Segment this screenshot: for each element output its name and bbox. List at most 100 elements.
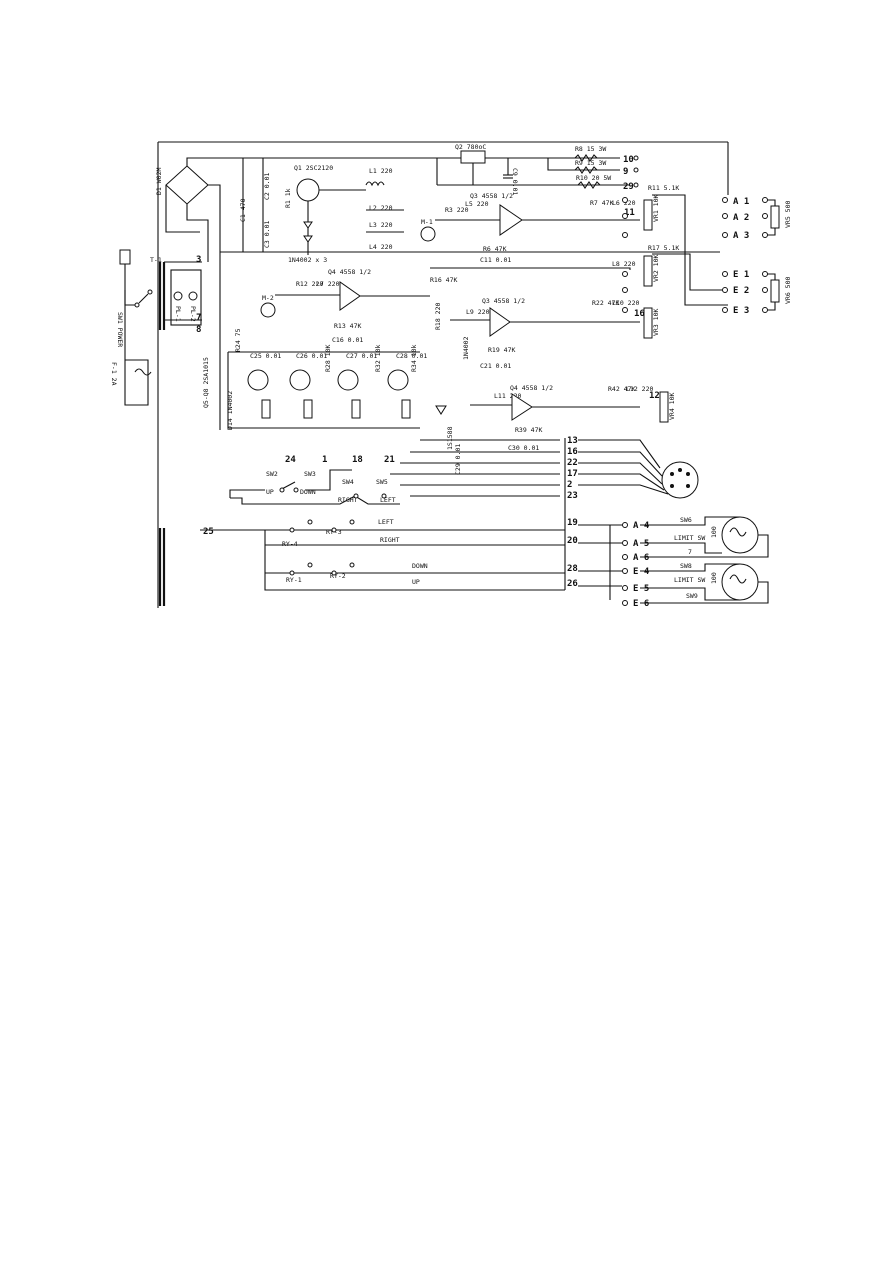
diode-icon-2 [303,235,313,243]
pin-7: 7 [196,313,201,323]
q1-transistor-icon [296,178,320,202]
sw8-label: SW8 [680,562,692,570]
r42-label: R42 47K [608,385,635,393]
cap-100-2-label: 100 [710,572,718,584]
opamp-q3b-icon [489,307,511,337]
r22-label: R22 47K [592,299,619,307]
pin-13: 13 [567,436,578,446]
c11-label: C11 0.01 [480,256,511,264]
limit-switch-section: SW6 LIMIT SW 7 SW8 LIMIT SW SW9 100 100 [640,516,769,604]
l4-label: L4 220 [369,243,393,251]
q4b-label: Q4 4558 1/2 [510,384,553,392]
opamp-q4b-icon [511,393,533,421]
pin-9: 9 [623,167,628,177]
l12-label: L12 220 [626,385,653,393]
terminal-block: A 1 A 2 A 3 E 1 E 2 E 3 A 4 A 5 A 6 E 4 … [578,197,792,609]
pin-24: 24 [285,455,296,465]
relay-down-label: DOWN [412,562,428,570]
r8-resistor-icon [574,154,598,162]
c2-label: C2 0.01 [263,173,271,200]
l3-label: L3 220 [369,221,393,229]
transformer-label: T-1 [150,256,162,264]
l2-label: L2 220 [369,204,393,212]
relay-left-label: LEFT [378,518,394,526]
regulator-label: Q2 780oC [455,143,486,151]
vr6-pot-icon [770,279,780,303]
q1-label: Q1 2SC2120 [294,164,333,172]
pin-22: 22 [567,458,578,468]
supply-section: C1 470 C2 0.01 C3 0.01 Q1 2SC2120 R1 1k … [239,158,404,264]
c28-label: C28 0.01 [396,352,427,360]
diode-string-label: 1N4002 x 3 [288,256,327,264]
pilot-lamp-2-icon [188,291,198,301]
plug-icon [119,249,131,265]
c16-label: C16 0.01 [332,336,363,344]
pin-20: 20 [567,536,578,546]
vr5-pot-icon [770,205,780,229]
c30-label: C30 0.01 [508,444,539,452]
r8-label: R8 15 3W [575,145,606,153]
bridge-rectifier-icon [165,165,209,205]
sw6-label: SW6 [680,516,692,524]
relay-coil-2-icon [303,399,313,419]
vr1-label: VR1 10K [652,195,660,222]
pin-29: 29 [623,182,634,192]
pin-23: 23 [567,491,578,501]
power-section: T-1 SW1 POWER F-1 2A PL-1 PL-2 3 7 8 [110,249,202,606]
fuse-label: F-1 2A [110,362,118,386]
c29-label: C29 0.01 [454,444,462,475]
l7-label: L7 220 [316,280,340,288]
q6-transistor-icon [289,369,311,391]
meter-m2-icon [260,302,276,318]
regulator-icon [460,150,486,164]
sw7-label: 7 [688,548,692,556]
opamp-q4a-icon [339,281,361,311]
opamp-q3a-icon [499,204,523,236]
fuse-icon [134,368,152,376]
manual-switches: 24 1 18 21 SW2 SW3 SW4 SW5 UP DOWN RIGHT… [229,455,400,505]
pin-3: 3 [196,255,201,265]
ry4-label: RY-4 [282,540,298,548]
diode-1s1588-label: 1S1588 [446,426,454,450]
relay-up-label: UP [412,578,420,586]
terminal-a3: A 3 [733,231,749,241]
pin-26: 26 [567,579,578,589]
ry1-label: RY-1 [286,576,302,584]
relay-coil-4-icon [401,399,411,419]
vr4-label: VR4 10K [668,393,676,420]
driver-section: Q5-Q8 2SA1015 D14 1N4002 C25 0.01 C26 0.… [202,328,427,430]
pin-21: 21 [384,455,395,465]
pilot-lamp-1-icon [173,291,183,301]
sw9-label: SW9 [686,592,698,600]
c9-label: C9 0.01 [511,168,519,195]
r12-label: R12 220 [296,280,323,288]
r28-label: R28 10K [324,345,332,372]
cap-100-1-label: 100 [710,526,718,538]
r17-label: R17 5.1K [648,244,679,252]
r19-label: R19 47K [488,346,515,354]
q3a-label: Q3 4558 1/2 [470,192,513,200]
d21-diode-icon [435,405,447,415]
relay-right-label: RIGHT [380,536,400,544]
pin-19: 19 [567,518,578,528]
opamp-stage-2: Q4 4558 1/2 M-2 R12 220 L7 220 R13 47K C… [260,244,728,344]
terminal-e1: E 1 [733,270,749,280]
opamp-stage-1: M-1 R3 220 L5 220 Q3 4558 1/2 R6 47K C11… [420,184,728,306]
meter-m1-icon [420,226,436,242]
m1-label: M-1 [421,218,433,226]
r11-label: R11 5.1K [648,184,679,192]
limit-switch-2-label: LIMIT SW [674,576,705,584]
vr2-trimmer-icon [643,255,653,287]
vr6-label: VR6 500 [784,277,792,304]
c3-label: C3 0.01 [263,221,271,248]
sw5-label: SW5 [376,478,388,486]
q3b-label: Q3 4558 1/2 [482,297,525,305]
q7-transistor-icon [337,369,359,391]
r7-label: R7 47K [590,199,614,207]
pin-10: 10 [623,155,634,165]
r1-label: R1 1k [284,188,292,208]
l1-label: L1 220 [369,167,393,175]
pin-17: 17 [567,469,578,479]
sw2-label: SW2 [266,470,278,478]
r10-label: R10 20 5W [576,174,611,182]
